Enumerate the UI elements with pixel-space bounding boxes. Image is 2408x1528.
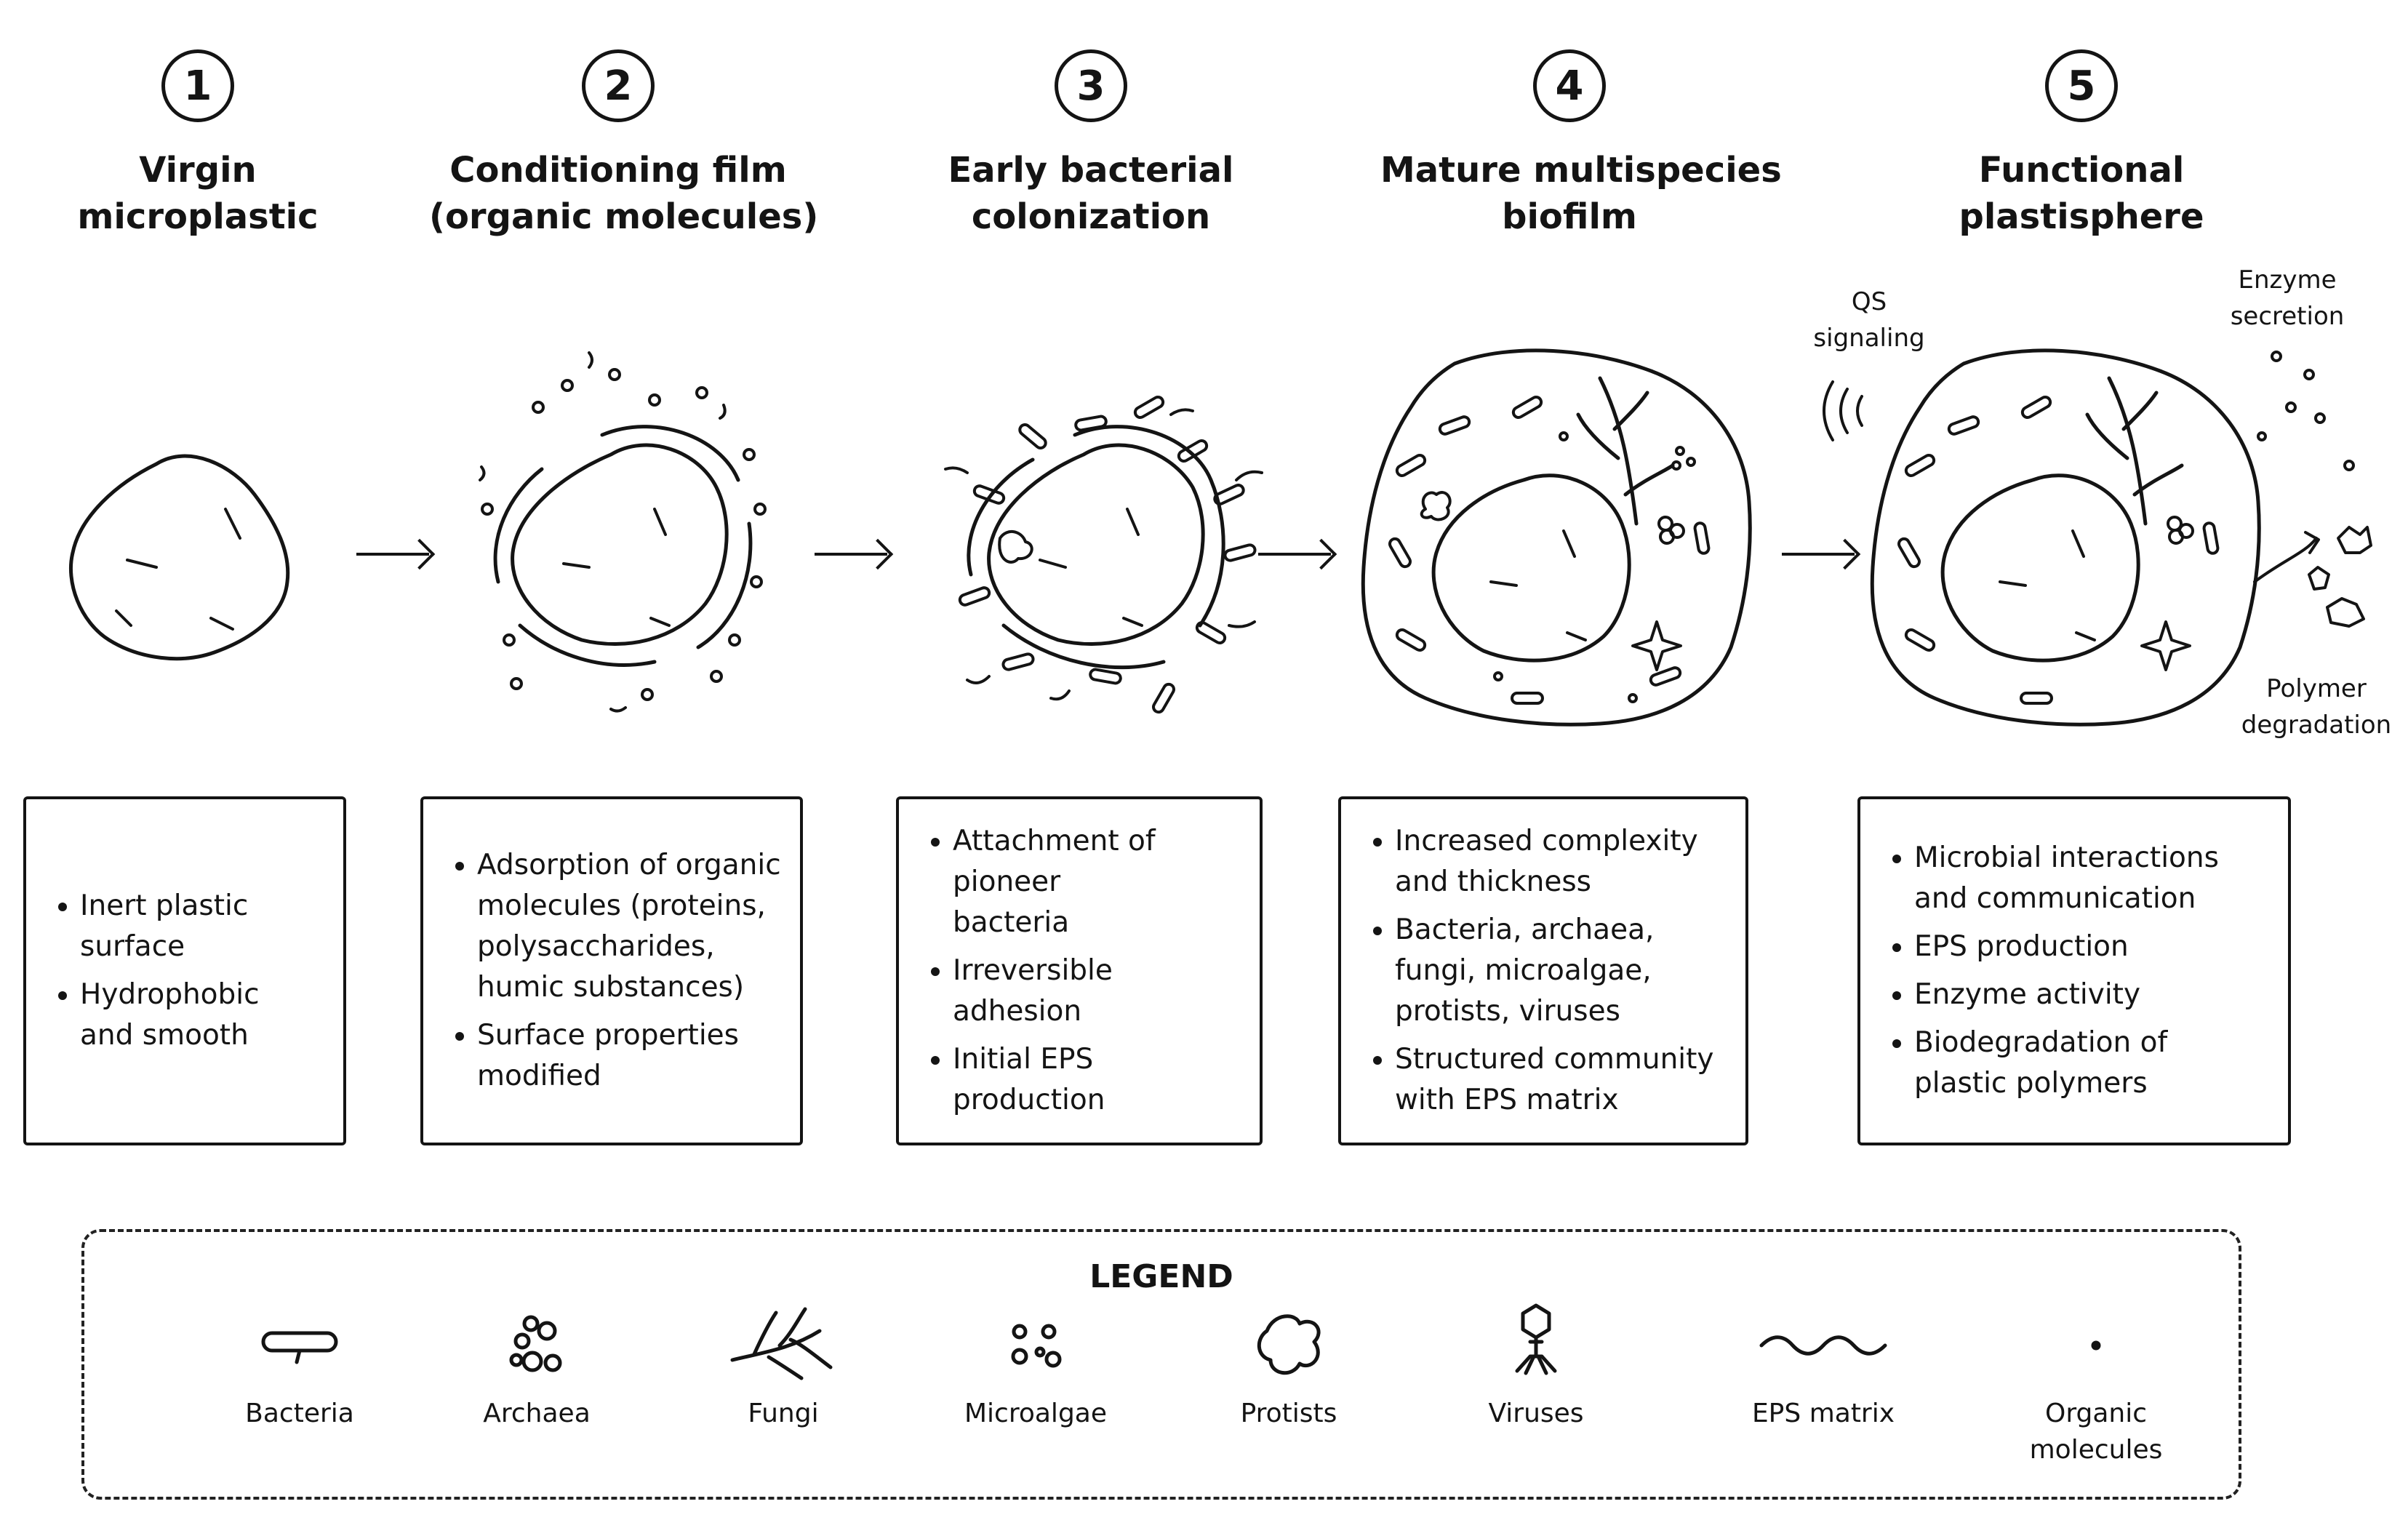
arrow-stage-4-to-5 [1782,553,1855,556]
stage-5-title-line: Functional [1978,150,2185,191]
stage-5-number: 5 [2045,49,2118,122]
legend-label-line: Microalgae [964,1399,1107,1428]
stage-2-title-line: Conditioning film [449,150,787,191]
conditioned-microplastic-particle [479,351,767,713]
stage-5-bullet: Enzyme activity [1914,975,2219,1015]
legend-label-line: Bacteria [245,1399,354,1428]
legend-item-archaea: Archaea [442,1396,631,1432]
stage-3-bullet: Irreversible adhesion [953,951,1242,1032]
mature-biofilm [1361,348,1752,727]
stage-2-number: 2 [582,49,655,122]
organic-molecules-icon [2091,1340,2101,1351]
arrow-stage-1-to-2 [356,553,429,556]
enzyme-secretion-annotation: Enzyme secretion [2211,262,2364,335]
legend: LEGEND [81,1229,2241,1500]
stage-4-bullet: Bacteria, archaea,fungi, microalgae,prot… [1395,910,1714,1032]
stage-4-number: 4 [1533,49,1606,122]
stage-2-title: Conditioning film (organic molecules) [429,147,819,240]
bacteria-icon [261,1331,338,1364]
legend-item-bacteria: Bacteria [205,1396,394,1432]
qs-signaling-annotation: QS signaling [1789,284,1949,356]
legend-label-line: Fungi [748,1399,819,1428]
microalgae-icon [1011,1324,1062,1368]
stage-4-title-line: Mature multispecies [1380,150,1782,191]
stage-5-title: Functional plastisphere [1892,147,2271,240]
stage-3-number: 3 [1055,49,1127,122]
stage-2-title-line: (organic molecules) [429,196,819,237]
enzyme-secretion-line: secretion [2230,302,2345,331]
virgin-microplastic-particle [68,454,290,661]
stage-1-title-line: microplastic [77,196,319,237]
legend-label-line: Viruses [1488,1399,1584,1428]
stage-3-title-line: Early bacterial [948,150,1234,191]
viruses-icon [1515,1303,1557,1375]
qs-signaling-line: signaling [1813,324,1925,353]
legend-label-line: Organic [2044,1399,2148,1428]
polymer-degradation-line: degradation [2241,711,2392,740]
legend-item-microalgae: Microalgae [941,1396,1130,1432]
stage-illustrations [68,348,2372,727]
arrow-stage-3-to-4 [1258,553,1331,556]
polymer-degradation-line: Polymer [2266,674,2367,703]
stage-5-title-line: plastisphere [1959,196,2204,237]
early-colonized-particle [944,395,1263,713]
legend-icons [261,1303,2101,1380]
legend-label-line: EPS matrix [1751,1399,1895,1428]
legend-item-fungi: Fungi [689,1396,878,1432]
legend-item-eps-matrix: EPS matrix [1729,1396,1918,1432]
legend-label-line: Archaea [483,1399,591,1428]
enzyme-secretion-line: Enzyme [2238,265,2337,295]
legend-title: LEGEND [1089,1258,1233,1295]
stage-1-title: Virgin microplastic [9,147,387,240]
stage-1-title-line: Virgin [139,150,257,191]
stage-4-title: Mature multispecies biofilm [1380,147,1782,240]
stage-3-title-line: colonization [971,196,1211,237]
legend-item-protists: Protists [1194,1396,1383,1432]
stage-1-number: 1 [161,49,234,122]
stage-3-title: Early bacterial colonization [902,147,1280,240]
legend-label-line: molecules [2029,1435,2163,1465]
legend-item-viruses: Viruses [1441,1396,1631,1432]
fungi-icon [730,1307,833,1380]
functional-plastisphere [1823,348,2372,727]
eps-matrix-icon [1759,1335,1887,1356]
polymer-degradation-annotation: Polymer degradation [2233,671,2400,743]
stage-4-title-line: biofilm [1502,196,1637,237]
qs-signaling-line: QS [1851,287,1887,316]
legend-label-line: Protists [1240,1399,1337,1428]
protists-icon [1257,1314,1321,1375]
legend-item-organic-molecules: Organic molecules [2001,1396,2191,1468]
archaea-icon [509,1315,562,1372]
stage-5-bullet: EPS production [1914,927,2219,967]
arrow-stage-2-to-3 [815,553,887,556]
